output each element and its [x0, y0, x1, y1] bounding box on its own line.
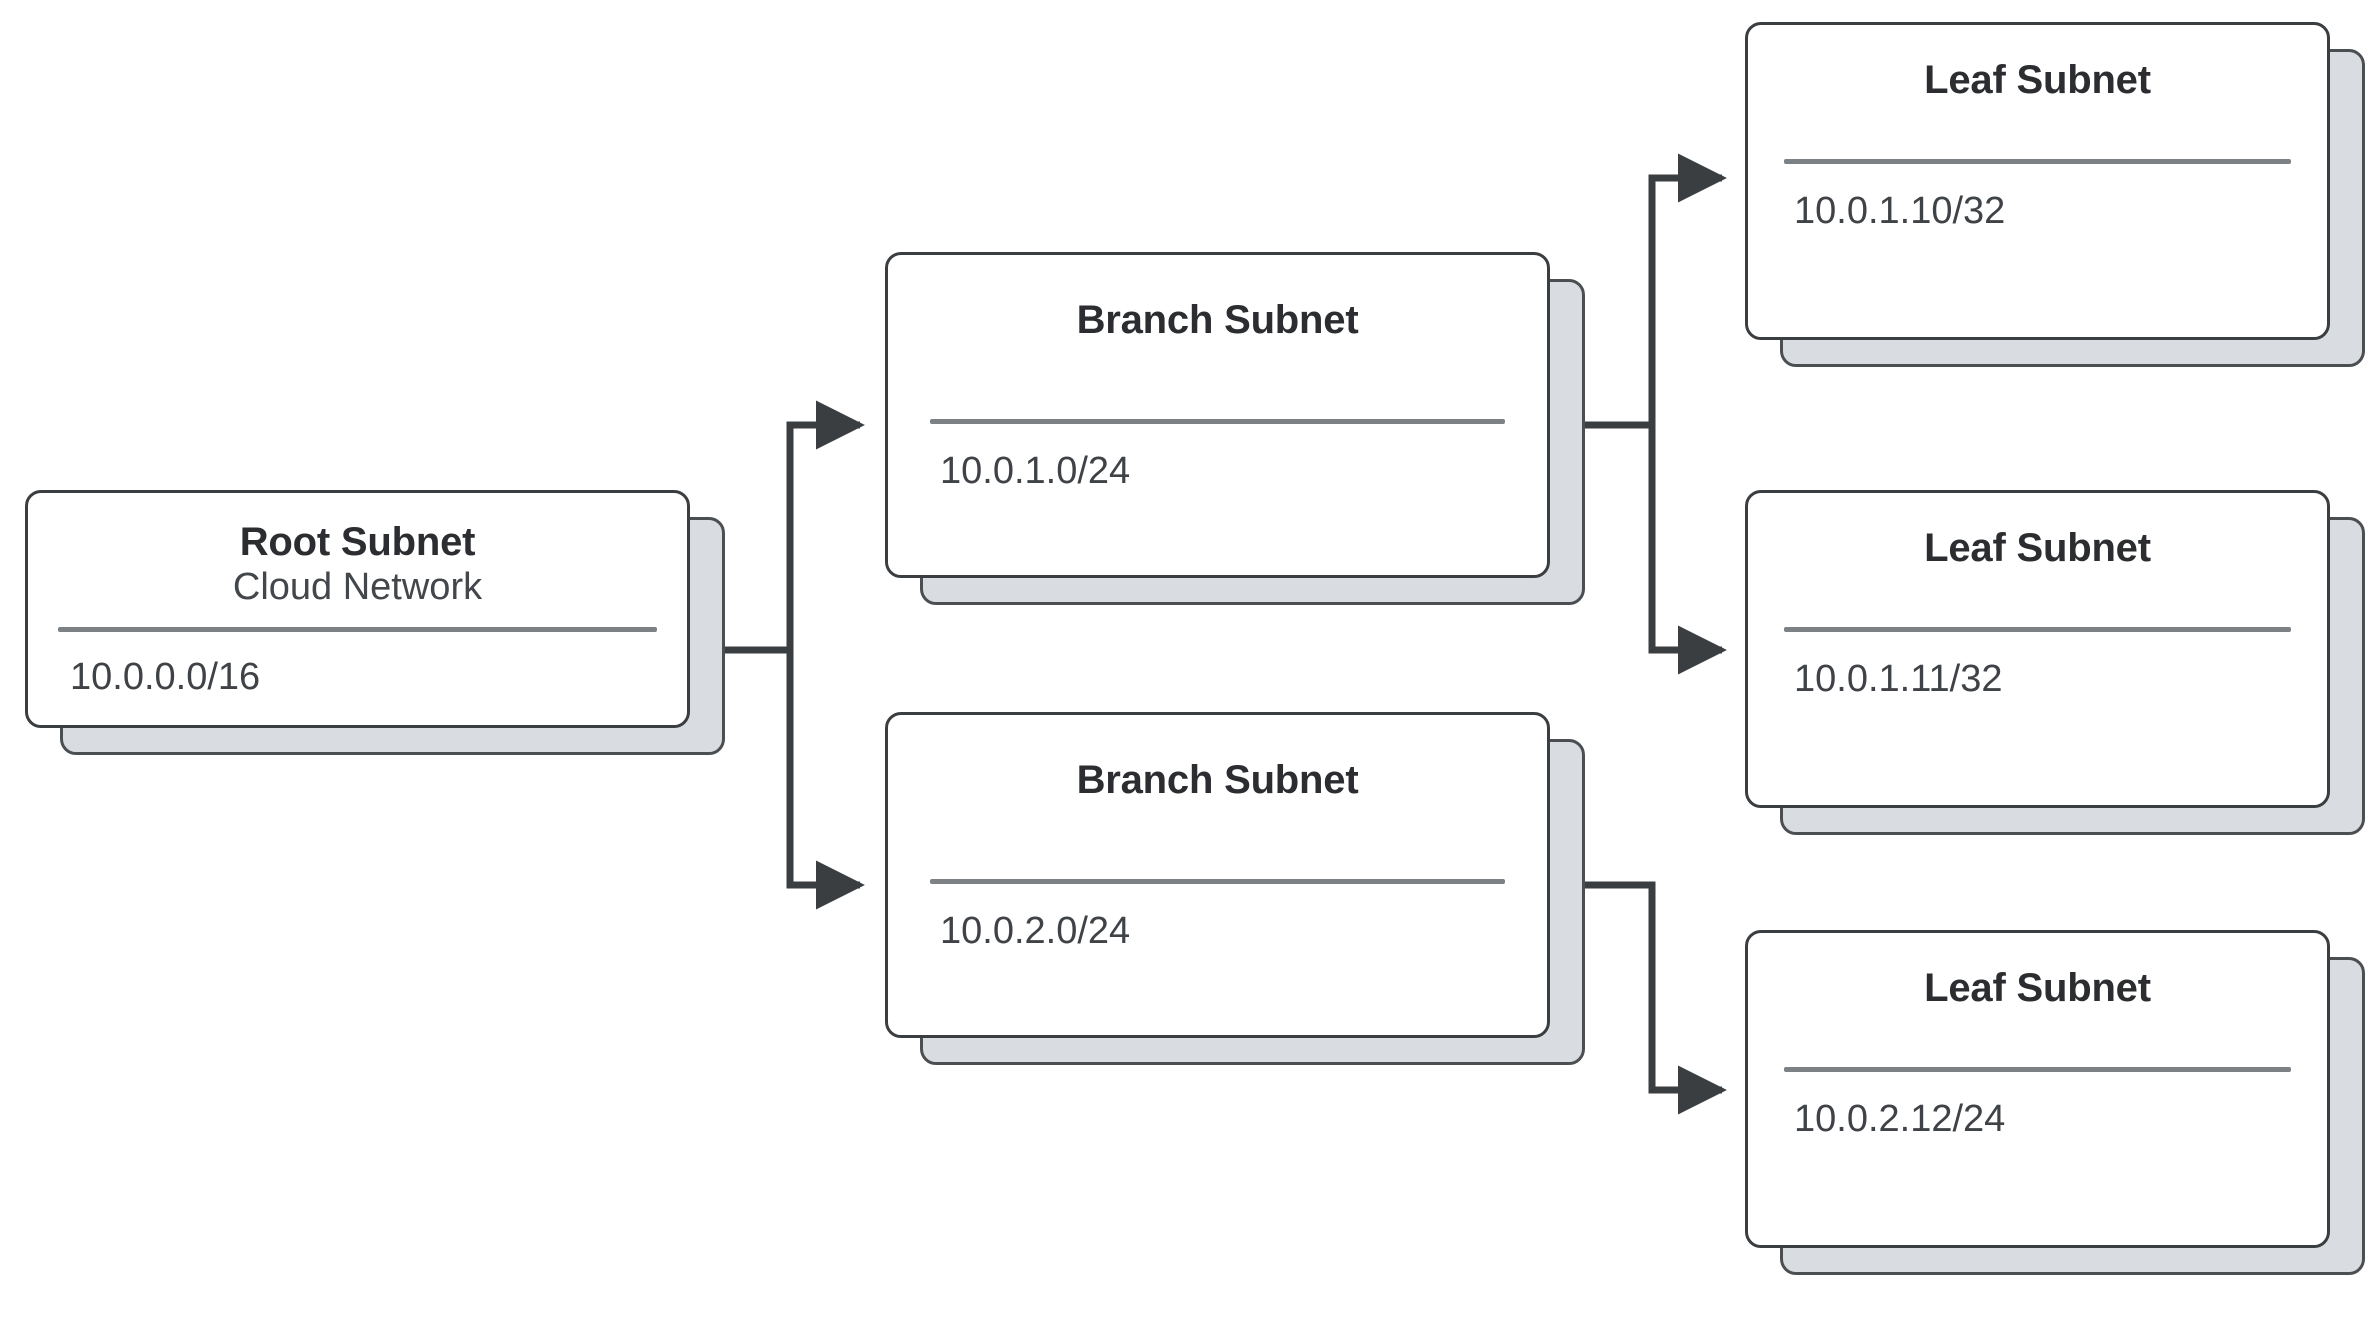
node-divider — [1784, 159, 2291, 164]
node-title: Leaf Subnet — [1924, 526, 2151, 570]
node-title: Leaf Subnet — [1924, 58, 2151, 102]
node-divider — [930, 879, 1505, 884]
card-front-layer: Leaf Subnet 10.0.1.10/32 — [1745, 22, 2330, 340]
node-leaf-subnet-3[interactable]: Leaf Subnet 10.0.2.12/24 — [1745, 930, 2365, 1275]
node-cidr: 10.0.1.11/32 — [1794, 658, 2003, 700]
node-leaf-subnet-2[interactable]: Leaf Subnet 10.0.1.11/32 — [1745, 490, 2365, 835]
node-divider — [1784, 627, 2291, 632]
node-divider — [58, 626, 657, 632]
node-cidr: 10.0.2.0/24 — [940, 910, 1131, 952]
node-title: Leaf Subnet — [1924, 966, 2151, 1010]
card-front-layer: Root Subnet Cloud Network 10.0.0.0/16 — [25, 490, 690, 728]
node-cidr: 10.0.0.0/16 — [70, 655, 261, 698]
node-title: Branch Subnet — [1076, 298, 1359, 342]
node-title: Branch Subnet — [1076, 758, 1359, 802]
node-leaf-subnet-1[interactable]: Leaf Subnet 10.0.1.10/32 — [1745, 22, 2365, 367]
node-cidr: 10.0.1.10/32 — [1794, 190, 2006, 232]
node-divider — [1784, 1067, 2291, 1072]
card-front-layer: Leaf Subnet 10.0.2.12/24 — [1745, 930, 2330, 1248]
node-cidr: 10.0.1.0/24 — [940, 450, 1131, 492]
node-root-subnet[interactable]: Root Subnet Cloud Network 10.0.0.0/16 — [25, 490, 725, 755]
node-subtitle: Cloud Network — [232, 566, 483, 608]
card-front-layer: Branch Subnet 10.0.2.0/24 — [885, 712, 1550, 1038]
card-front-layer: Leaf Subnet 10.0.1.11/32 — [1745, 490, 2330, 808]
card-front-layer: Branch Subnet 10.0.1.0/24 — [885, 252, 1550, 578]
node-branch-subnet-1[interactable]: Branch Subnet 10.0.1.0/24 — [885, 252, 1585, 605]
node-title: Root Subnet — [239, 520, 476, 564]
node-cidr: 10.0.2.12/24 — [1794, 1098, 2006, 1140]
node-divider — [930, 419, 1505, 424]
node-branch-subnet-2[interactable]: Branch Subnet 10.0.2.0/24 — [885, 712, 1585, 1065]
